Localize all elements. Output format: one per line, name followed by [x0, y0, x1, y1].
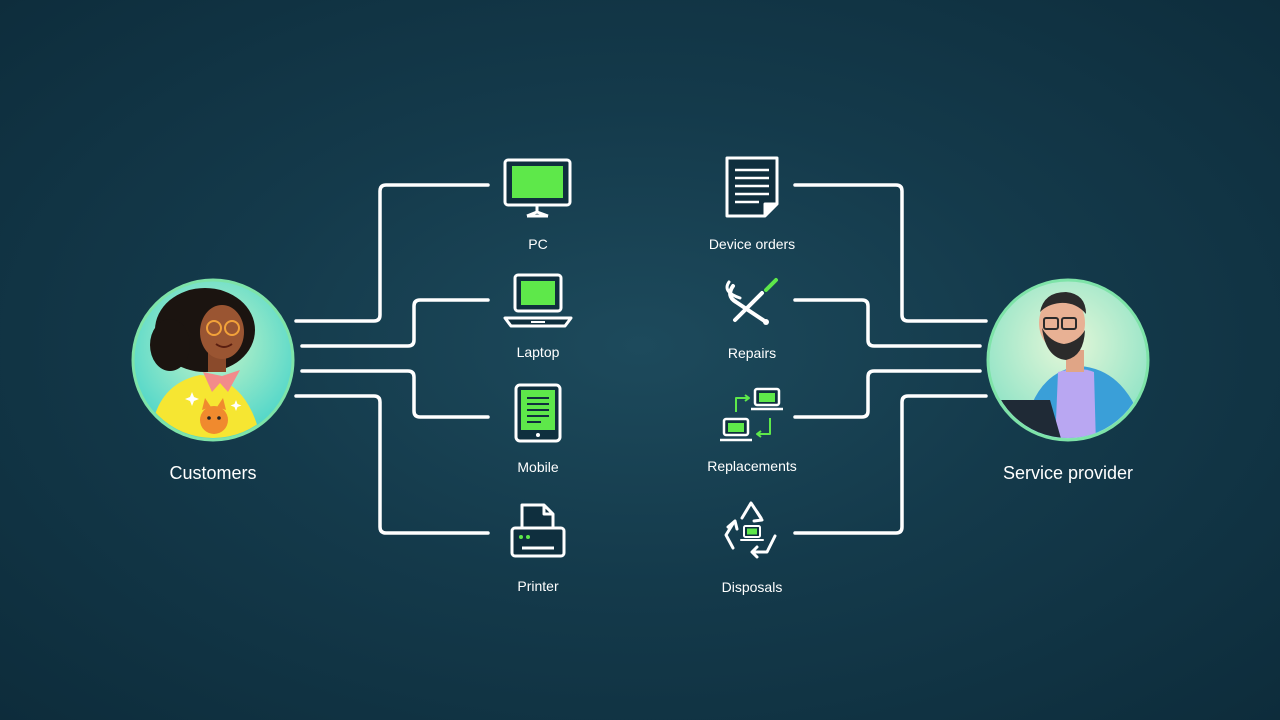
customers-label: Customers	[169, 463, 257, 483]
device-label-mobile: Mobile	[517, 459, 559, 475]
service-label-disposals: Disposals	[721, 579, 783, 595]
service-provider-avatar	[986, 278, 1150, 442]
device-label-laptop: Laptop	[516, 344, 560, 360]
monitor-icon	[503, 158, 572, 218]
laptop-icon	[503, 273, 573, 328]
connector-customers-mobile	[300, 369, 490, 419]
connector-lines	[294, 183, 988, 535]
service-provider-label: Service provider	[1002, 463, 1134, 483]
customers-avatar	[131, 278, 295, 442]
connector-repairs-provider	[793, 298, 982, 348]
swap-laptops-icon	[720, 387, 783, 442]
printer-icon	[510, 503, 566, 558]
document-icon	[725, 156, 779, 218]
connector-customers-laptop	[300, 298, 490, 348]
connector-disposals-provider	[793, 394, 988, 535]
tablet-icon	[514, 383, 562, 443]
service-label-device-orders: Device orders	[708, 236, 796, 252]
connector-customers-printer	[294, 394, 490, 535]
connector-orders-provider	[793, 183, 988, 323]
wrench-screwdriver-icon	[725, 278, 778, 325]
connector-customers-pc	[294, 183, 490, 323]
service-label-replacements: Replacements	[707, 458, 797, 474]
device-label-pc: PC	[528, 236, 548, 252]
recycle-icon	[724, 501, 777, 559]
device-label-printer: Printer	[517, 578, 559, 594]
connector-replacements-provider	[793, 369, 982, 419]
service-label-repairs: Repairs	[727, 345, 777, 361]
